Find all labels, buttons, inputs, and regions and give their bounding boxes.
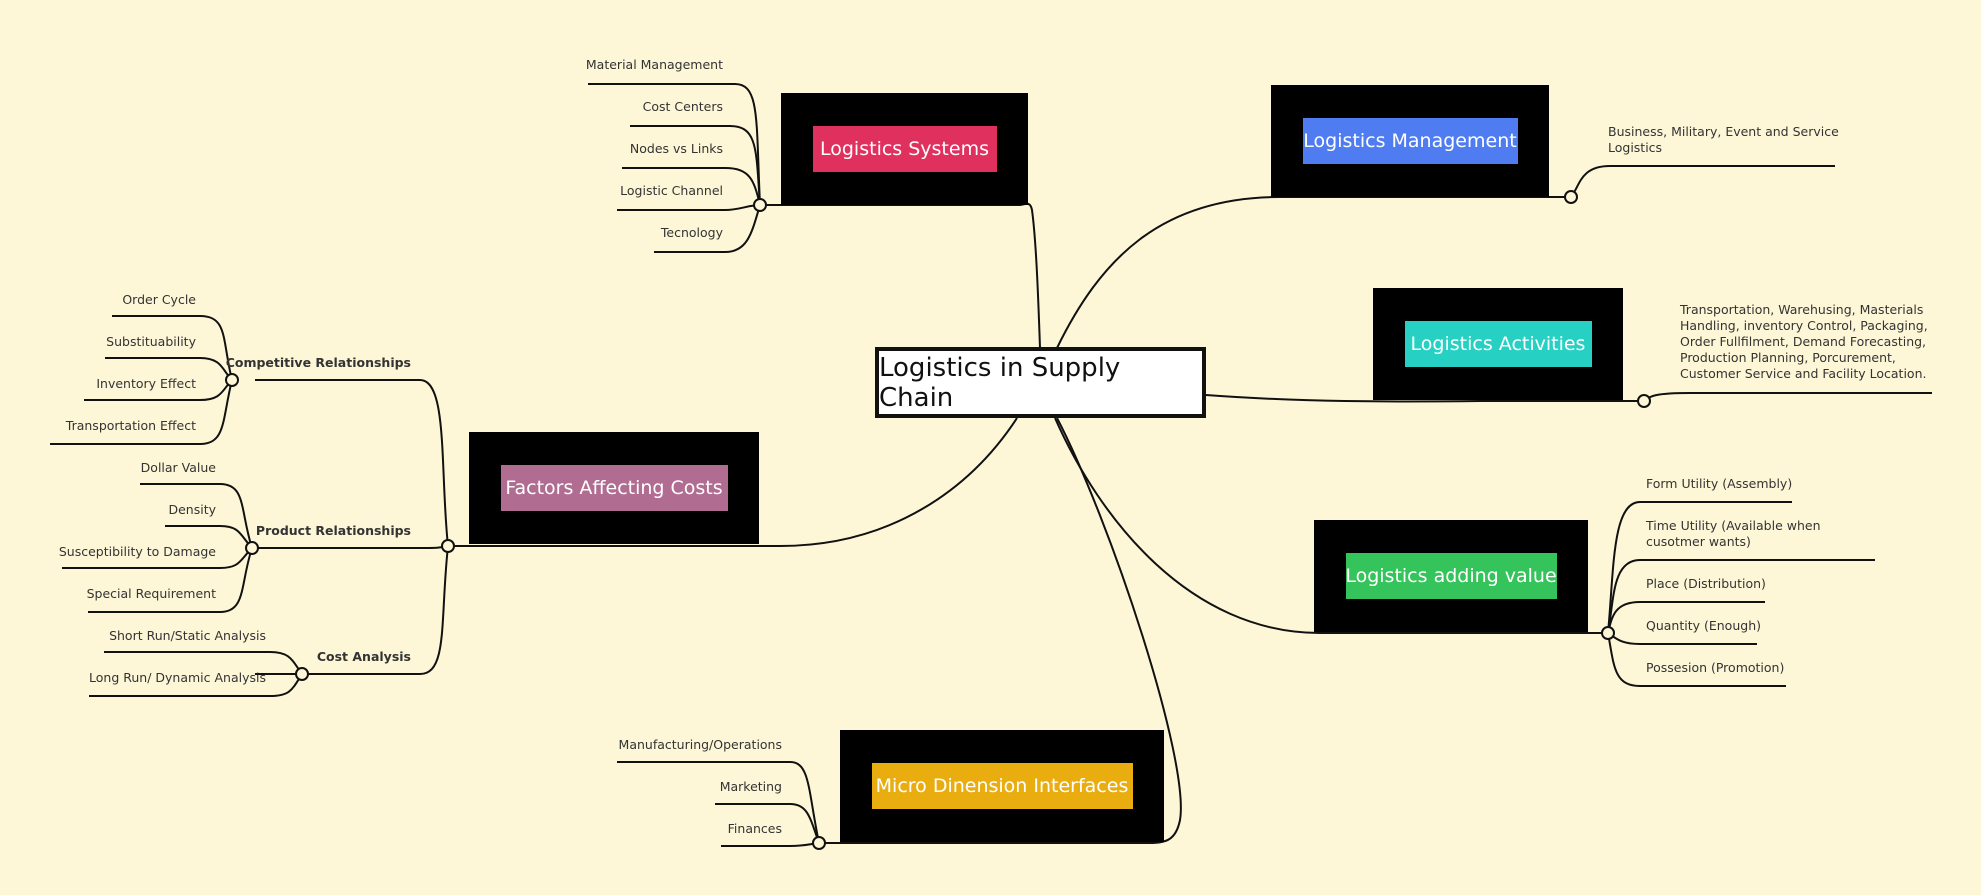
connector-group-leaf [140,483,253,549]
leaf-nodes-vs-links[interactable]: Nodes vs Links [629,141,723,156]
leaf-cost-centers[interactable]: Cost Centers [642,99,723,114]
leaf-possesion[interactable]: Possesion (Promotion) [1646,660,1785,675]
leaf-quantity[interactable]: Quantity (Enough) [1646,618,1761,633]
connector-node-management [1564,190,1578,204]
leaf-transportation-effect[interactable]: Transportation Effect [65,418,196,433]
leaf-finances[interactable]: Finances [727,821,782,836]
connector-systems-leaf [617,204,761,211]
leaf-form-utility[interactable]: Form Utility (Assembly) [1646,476,1793,491]
leaf-long-run-analysis[interactable]: Long Run/ Dynamic Analysis [89,670,266,685]
connector-central-micro [819,417,1182,844]
topic-label: Factors Affecting Costs [505,477,723,499]
connector-factors-group [255,545,449,549]
topic-label: Micro Dinension Interfaces [875,775,1129,797]
connector-node-cost-analysis [295,667,309,681]
topic-chip: Logistics Management [1302,118,1518,164]
leaf-tecnology[interactable]: Tecnology [660,225,723,240]
leaf-susceptibility-to-damage[interactable]: Susceptibility to Damage [58,544,216,559]
central-topic-label: Logistics in Supply Chain [879,352,1121,413]
connector-value-leaf [1607,501,1792,634]
leaf-place[interactable]: Place (Distribution) [1646,576,1766,591]
topic-label: Logistics adding value [1345,565,1557,587]
connector-factors-group [255,379,449,547]
topic-label: Logistics Activities [1410,333,1586,355]
topic-label: Logistics Management [1303,130,1517,152]
connector-group-leaf [112,315,233,381]
group-cost-analysis[interactable]: Cost Analysis [316,649,411,664]
connector-value-leaf [1607,632,1786,687]
connector-systems-leaf [654,204,761,253]
connector-value-leaf [1607,559,1875,634]
topic-chip: Logistics Activities [1404,321,1592,367]
connector-central-management [1056,196,1571,349]
connector-management-leaf [1570,165,1835,198]
topic-logistics-adding-value[interactable]: Logistics adding value [1314,520,1588,632]
leaf-short-run-analysis[interactable]: Short Run/Static Analysis [109,628,266,643]
connector-node-adding-value [1601,626,1615,640]
topic-factors-affecting-costs[interactable]: Factors Affecting Costs [469,432,759,544]
leaf-management-types[interactable]: Business, Military, Event and Service Lo… [1608,124,1839,155]
leaf-material-management[interactable]: Material Management [585,57,723,72]
connector-group-leaf [88,547,253,613]
topic-chip: Factors Affecting Costs [500,465,728,511]
topic-label: Logistics Systems [820,138,989,160]
topic-logistics-management[interactable]: Logistics Management [1271,85,1549,197]
connector-group-leaf [50,379,233,445]
leaf-substituability[interactable]: Substituability [106,334,196,349]
topic-micro-dimension-interfaces[interactable]: Micro Dinension Interfaces [840,730,1164,842]
topic-logistics-activities[interactable]: Logistics Activities [1373,288,1623,400]
connector-node-factors [441,539,455,553]
leaf-density[interactable]: Density [168,502,216,517]
leaf-logistic-channel[interactable]: Logistic Channel [620,183,723,198]
connector-node-product [245,541,259,555]
connector-node-systems [753,198,767,212]
group-product-relationships[interactable]: Product Relationships [255,523,411,538]
connector-activities-leaf [1643,392,1932,402]
topic-chip: Logistics adding value [1345,553,1557,599]
leaf-marketing[interactable]: Marketing [719,779,782,794]
topic-chip: Micro Dinension Interfaces [871,763,1133,809]
connector-micro-leaf [721,842,820,847]
connector-value-leaf [1607,632,1757,645]
central-topic[interactable]: Logistics in Supply Chain [875,347,1206,418]
connector-central-systems [760,202,1041,349]
leaf-special-requirement[interactable]: Special Requirement [86,586,216,601]
leaf-time-utility[interactable]: Time Utility (Available when cusotmer wa… [1646,518,1821,549]
connector-central-activities [1205,394,1644,403]
leaf-dollar-value[interactable]: Dollar Value [140,460,216,475]
connector-micro-leaf [715,803,820,844]
connector-systems-leaf [630,125,761,206]
connector-node-activities [1637,394,1651,408]
leaf-activities-list[interactable]: Transportation, Warehusing, Masterials H… [1680,302,1928,381]
connector-factors-group [255,545,449,675]
topic-chip: Logistics Systems [812,126,997,172]
connector-systems-leaf [622,167,761,206]
connector-micro-leaf [617,761,820,844]
leaf-inventory-effect[interactable]: Inventory Effect [96,376,196,391]
topic-logistics-systems[interactable]: Logistics Systems [781,93,1028,205]
connector-central-factors [448,417,1018,547]
leaf-manufacturing[interactable]: Manufacturing/Operations [618,737,782,752]
connector-node-competitive [225,373,239,387]
leaf-order-cycle[interactable]: Order Cycle [122,292,196,307]
connector-node-micro [812,836,826,850]
group-competitive-relationships[interactable]: Competitive Relationships [225,355,411,370]
